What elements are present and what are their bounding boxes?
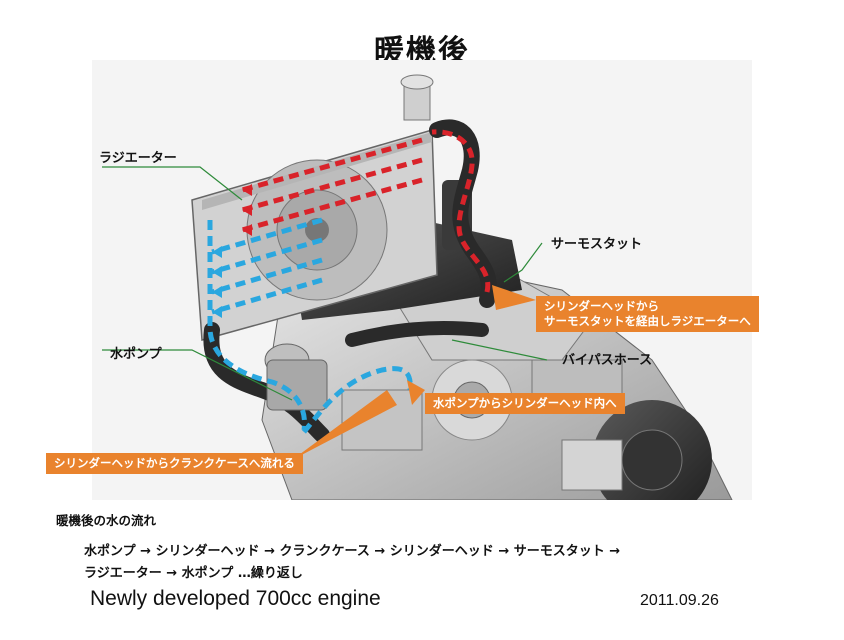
label-radiator: ラジエーター	[99, 151, 177, 166]
callout-cylinder-to-radiator: シリンダーヘッドから サーモスタットを経由しラジエーターへ	[536, 296, 759, 332]
hot-flow-arrowheads	[242, 184, 252, 236]
callout-line-1: シリンダーヘッドから	[544, 299, 659, 313]
cold-coolant-flow	[207, 217, 413, 434]
flow-line-2: ラジエーター → 水ポンプ …繰り返し	[84, 566, 303, 581]
cold-flow-arrowheads	[212, 246, 222, 318]
label-thermostat: サーモスタット	[551, 237, 643, 252]
flow-heading: 暖機後の水の流れ	[56, 513, 157, 528]
hot-coolant-flow	[241, 129, 491, 293]
leader-lines	[102, 166, 548, 401]
flow-line-1: 水ポンプ → シリンダーヘッド → クランクケース → シリンダーヘッド → サ…	[84, 544, 621, 559]
callout-pointers	[292, 285, 536, 460]
footer-engine-name: Newly developed 700cc engine	[90, 587, 381, 610]
callout-pump-to-cylinder: 水ポンプからシリンダーヘッド内へ	[425, 393, 625, 414]
label-water-pump: 水ポンプ	[110, 347, 162, 362]
footer-date: 2011.09.26	[640, 592, 719, 609]
callout-line-2: サーモスタットを経由しラジエーターへ	[544, 314, 751, 328]
label-bypass-hose: バイパスホース	[562, 353, 653, 368]
callout-cylinder-to-crankcase: シリンダーヘッドからクランクケースへ流れる	[46, 453, 303, 474]
engine-diagram	[92, 60, 752, 500]
water-pump	[264, 343, 328, 411]
